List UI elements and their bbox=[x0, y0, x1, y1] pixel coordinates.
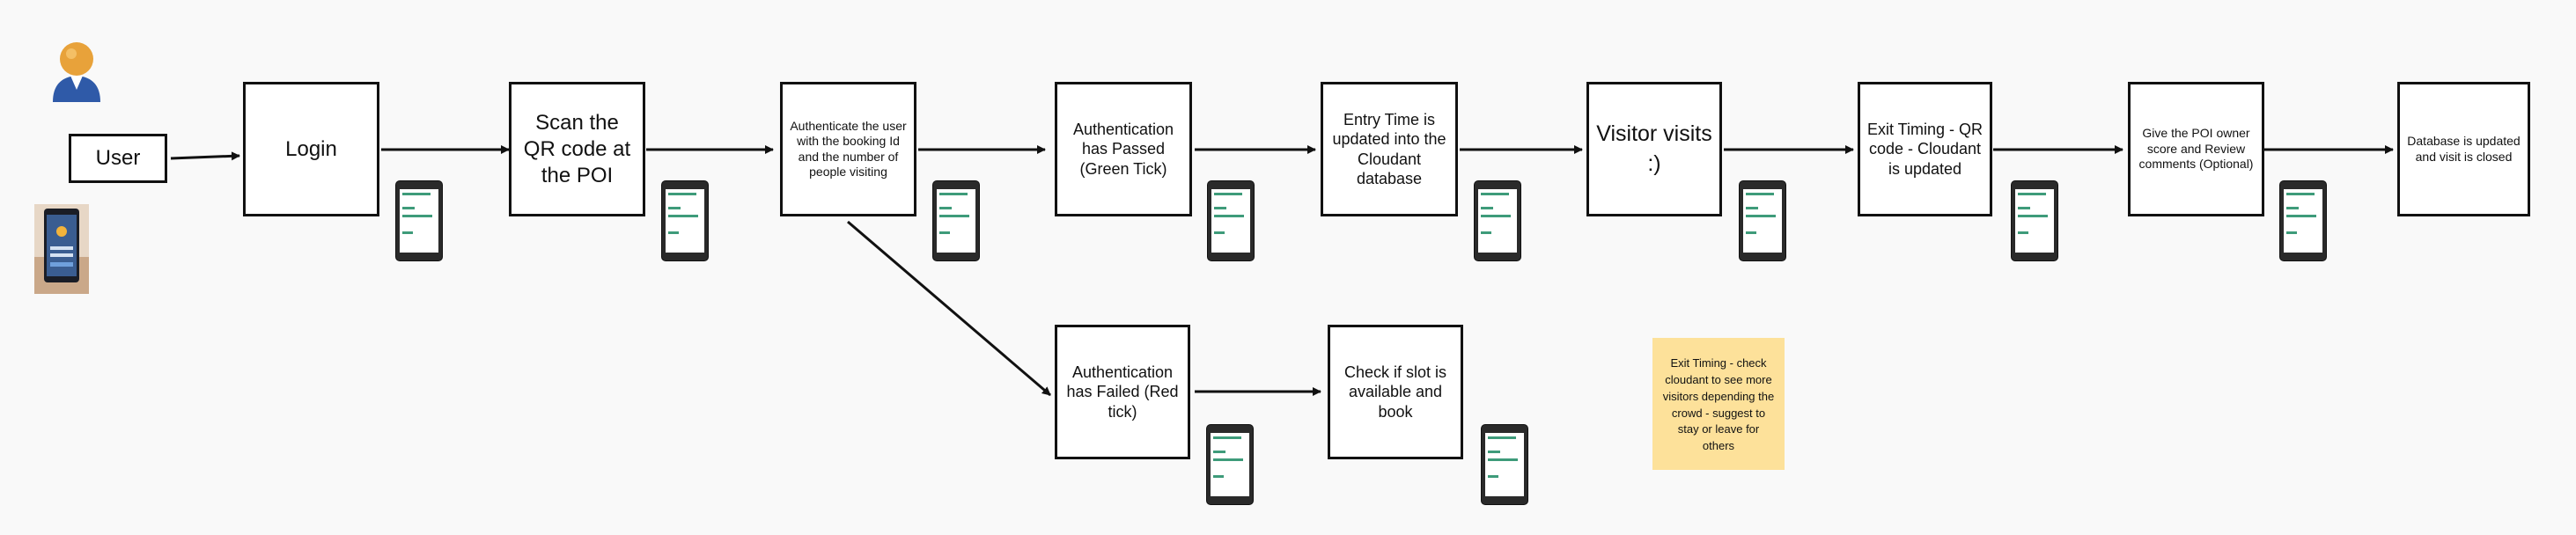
node-exit-timing: Exit Timing - QR code - Cloudant is upda… bbox=[1858, 82, 1992, 216]
node-db-closed: Database is updated and visit is closed bbox=[2397, 82, 2530, 216]
smartphone-login-icon bbox=[34, 204, 89, 294]
phone-mockup-icon bbox=[2012, 181, 2057, 260]
phone-mockup-icon bbox=[396, 181, 442, 260]
node-entry-time: Entry Time is updated into the Cloudant … bbox=[1321, 82, 1458, 216]
node-review: Give the POI owner score and Review comm… bbox=[2128, 82, 2264, 216]
phone-mockup-icon bbox=[2280, 181, 2326, 260]
node-user: User bbox=[69, 134, 167, 183]
phone-mockup-icon bbox=[662, 181, 708, 260]
edge-auth-failed bbox=[847, 220, 1051, 397]
node-scan-qr: Scan the QR code at the POI bbox=[509, 82, 645, 216]
phone-mockup-icon bbox=[1207, 425, 1253, 504]
edge-user-login bbox=[170, 151, 240, 161]
node-visitor-visits: Visitor visits :) bbox=[1586, 82, 1722, 216]
node-login: Login bbox=[243, 82, 379, 216]
node-authenticate: Authenticate the user with the booking I… bbox=[780, 82, 916, 216]
phone-mockup-icon bbox=[1740, 181, 1785, 260]
phone-mockup-icon bbox=[1475, 181, 1520, 260]
node-auth-passed: Authentication has Passed (Green Tick) bbox=[1055, 82, 1192, 216]
node-auth-failed: Authentication has Failed (Red tick) bbox=[1055, 325, 1190, 459]
node-check-slot: Check if slot is available and book bbox=[1328, 325, 1463, 459]
phone-mockup-icon bbox=[1482, 425, 1527, 504]
user-avatar-icon bbox=[53, 42, 100, 102]
phone-mockup-icon bbox=[933, 181, 979, 260]
sticky-note: Exit Timing - check cloudant to see more… bbox=[1652, 338, 1785, 470]
phone-mockup-icon bbox=[1208, 181, 1254, 260]
